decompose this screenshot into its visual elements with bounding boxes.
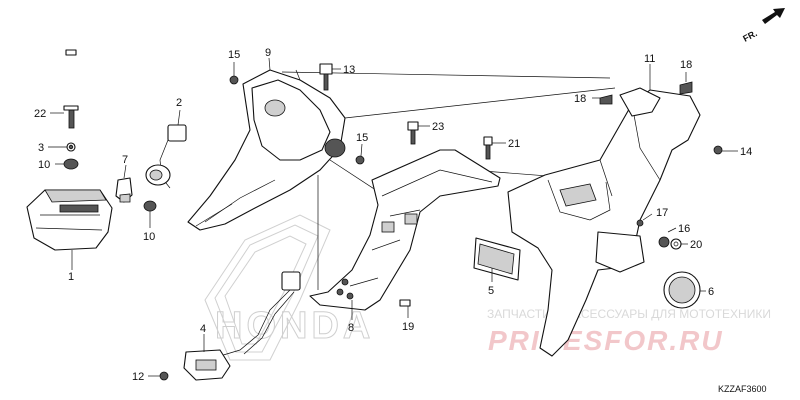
license-light-harness xyxy=(159,271,301,381)
callout-7: 7 xyxy=(122,154,128,166)
callout-17: 17 xyxy=(656,207,668,219)
part-callouts: 1 2 3 4 5 6 7 8 9 10 10 11 12 xyxy=(34,47,752,383)
callout-15-lower: 15 xyxy=(356,132,368,144)
callout-10-upper: 10 xyxy=(38,159,50,171)
callout-10-lower: 10 xyxy=(143,231,155,243)
callout-20: 20 xyxy=(690,239,702,251)
callout-19: 19 xyxy=(402,321,414,333)
small-hardware-left xyxy=(63,49,157,212)
callout-2: 2 xyxy=(176,97,182,109)
top-bolts xyxy=(319,63,493,160)
callout-4: 4 xyxy=(200,323,206,335)
callout-15-upper: 15 xyxy=(228,49,240,61)
callout-13: 13 xyxy=(343,64,355,76)
callout-11: 11 xyxy=(644,53,655,65)
callout-22: 22 xyxy=(34,108,46,120)
rear-reflector xyxy=(473,237,521,281)
honda-wing-logo: HONDA xyxy=(204,214,374,361)
callout-9: 9 xyxy=(265,47,271,59)
honda-brand-outline: HONDA xyxy=(215,305,374,347)
callout-21: 21 xyxy=(508,138,520,150)
callout-3: 3 xyxy=(38,142,44,154)
watermark-site: PRICESFOR.RU xyxy=(488,325,724,356)
callout-23: 23 xyxy=(432,121,444,133)
license-bracket-frame xyxy=(309,149,501,311)
callout-1: 1 xyxy=(68,271,74,283)
callout-18-left: 18 xyxy=(574,93,586,105)
callout-6: 6 xyxy=(708,286,714,298)
callout-16: 16 xyxy=(678,223,690,235)
rear-fender-upper xyxy=(187,68,365,231)
front-direction-arrow: FR. xyxy=(741,8,785,44)
callout-14: 14 xyxy=(740,146,752,158)
callout-12: 12 xyxy=(132,371,144,383)
small-hardware-right xyxy=(658,236,682,250)
front-direction-label: FR. xyxy=(741,28,758,44)
diagram-code: KZZAF3600 xyxy=(718,384,767,394)
callout-8: 8 xyxy=(348,322,354,334)
rear-fender-main xyxy=(507,81,723,357)
bulb-socket-harness xyxy=(115,124,187,203)
watermark-tagline: ЗАПЧАСТИ И АКСЕССУАРЫ ДЛЯ МОТОТЕХНИКИ xyxy=(487,307,771,321)
watermark: ЗАПЧАСТИ И АКСЕССУАРЫ ДЛЯ МОТОТЕХНИКИ PR… xyxy=(487,307,771,356)
round-reflector xyxy=(663,271,701,309)
tail-light-housing xyxy=(26,189,113,251)
callout-5: 5 xyxy=(488,285,494,297)
callout-18-right: 18 xyxy=(680,59,692,71)
